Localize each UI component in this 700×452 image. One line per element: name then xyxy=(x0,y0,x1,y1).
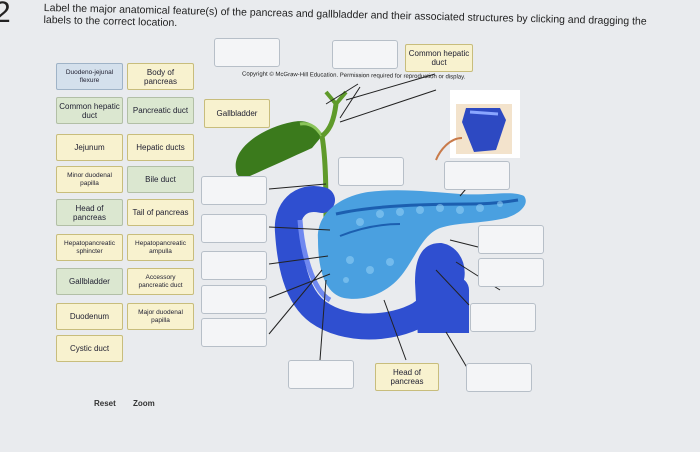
drop-zone-2[interactable] xyxy=(332,40,398,69)
label-bile-duct[interactable]: Bile duct xyxy=(127,166,194,193)
inset-arrow xyxy=(435,137,463,161)
label-duodenum[interactable]: Duodenum xyxy=(56,303,123,330)
label-jejunum[interactable]: Jejunum xyxy=(56,134,123,161)
drop-zone-6[interactable] xyxy=(201,285,267,314)
label-major-duodenal-papilla[interactable]: Major duodenal papilla xyxy=(127,303,194,330)
duodenum-organ xyxy=(274,186,469,340)
label-duodenojejunal-flexure[interactable]: Duodeno-jejunal flexure xyxy=(56,63,123,90)
drop-zone-14[interactable] xyxy=(288,360,354,389)
label-body-of-pancreas[interactable]: Body of pancreas xyxy=(127,63,194,90)
pancreatic-duct xyxy=(335,198,519,216)
placed-common-hepatic-duct-label[interactable]: Common hepatic duct xyxy=(405,44,473,72)
inset-organ xyxy=(462,108,506,152)
label-minor-duodenal-papilla[interactable]: Minor duodenal papilla xyxy=(56,166,123,193)
drop-zone-8[interactable] xyxy=(338,157,404,186)
zoom-button[interactable]: Zoom xyxy=(133,399,155,408)
drop-zone-10[interactable] xyxy=(478,225,544,254)
drop-zone-7[interactable] xyxy=(201,318,267,347)
bile-duct xyxy=(319,135,329,229)
drop-zone-4[interactable] xyxy=(201,214,267,243)
placed-gallbladder-label[interactable]: Gallbladder xyxy=(204,99,270,128)
placed-head-of-pancreas-label[interactable]: Head of pancreas xyxy=(375,363,439,391)
drop-zone-5[interactable] xyxy=(201,251,267,280)
label-hepatopancreatic-ampulla[interactable]: Hepatopancreatic ampulla xyxy=(127,234,194,261)
question-number: 2 xyxy=(0,0,11,29)
reset-button[interactable]: Reset xyxy=(94,399,116,408)
gallbladder-organ xyxy=(235,121,322,178)
drop-zone-9[interactable] xyxy=(444,161,510,190)
label-accessory-pancreatic-duct[interactable]: Accessory pancreatic duct xyxy=(127,268,194,295)
label-gallbladder[interactable]: Gallbladder xyxy=(56,268,123,295)
label-tail-of-pancreas[interactable]: Tail of pancreas xyxy=(127,199,194,226)
drop-zone-12[interactable] xyxy=(470,303,536,332)
label-pancreatic-duct[interactable]: Pancreatic duct xyxy=(127,97,194,124)
label-cystic-duct[interactable]: Cystic duct xyxy=(56,335,123,362)
drop-zone-1[interactable] xyxy=(214,38,280,67)
drop-zone-3[interactable] xyxy=(201,176,267,205)
label-hepatopancreatic-sphincter[interactable]: Hepatopancreatic sphincter xyxy=(56,234,123,261)
label-common-hepatic-duct[interactable]: Common hepatic duct xyxy=(56,97,123,124)
drop-zone-13[interactable] xyxy=(466,363,532,392)
label-hepatic-ducts[interactable]: Hepatic ducts xyxy=(127,134,194,161)
label-head-of-pancreas[interactable]: Head of pancreas xyxy=(56,199,123,226)
drop-zone-11[interactable] xyxy=(478,258,544,287)
hepatic-duct xyxy=(320,103,339,138)
